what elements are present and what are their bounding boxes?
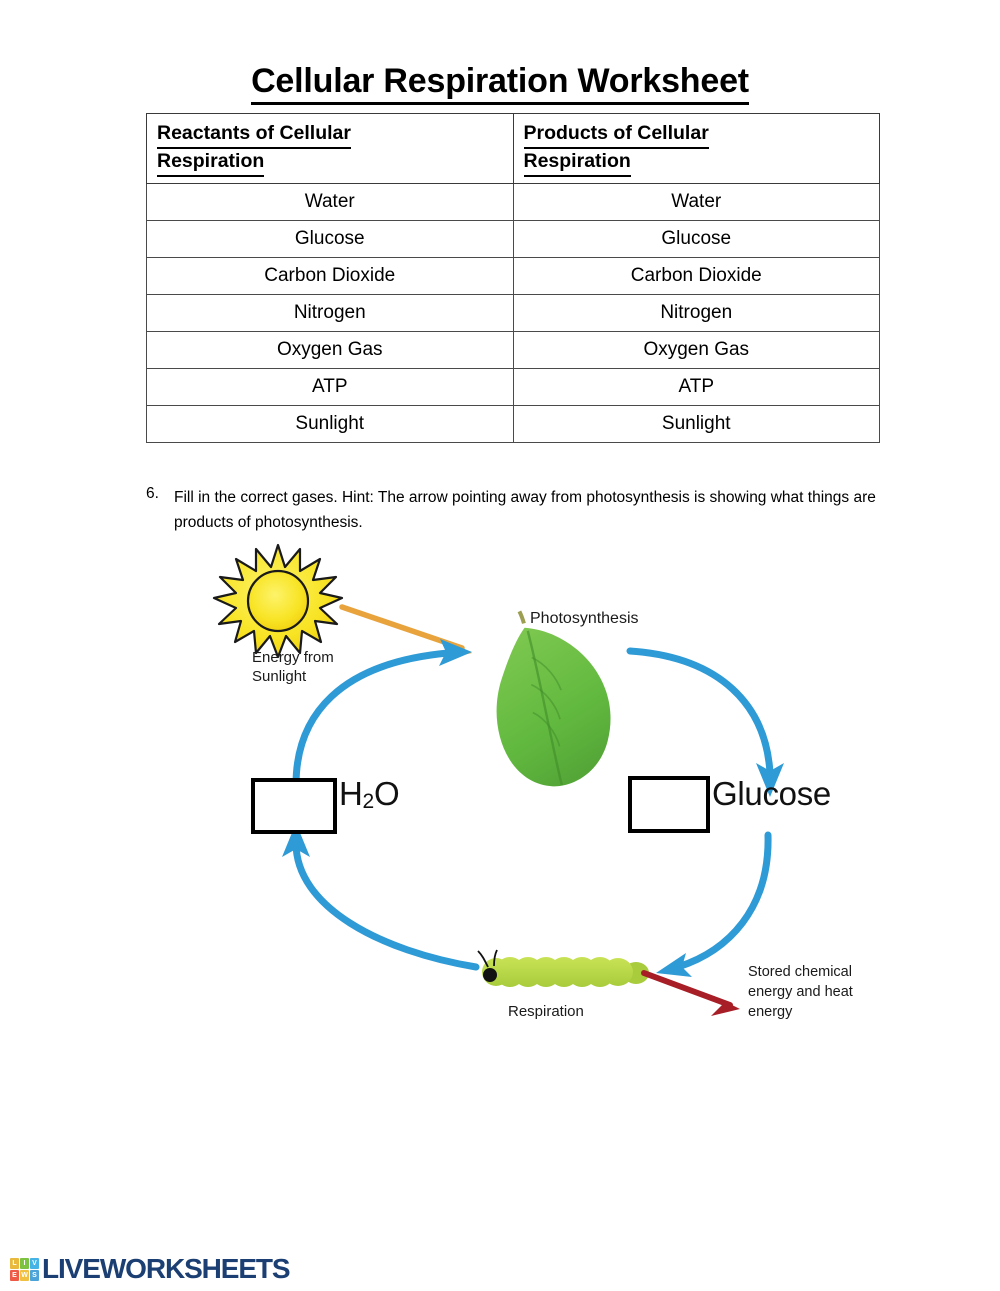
- cell-reactant: Sunlight: [146, 404, 514, 443]
- cell-reactant: Carbon Dioxide: [146, 256, 514, 295]
- cycle-arrow-respiration-to-water-icon: [282, 823, 480, 971]
- table-header-row: Reactants of Cellular Respiration Produc…: [146, 113, 880, 184]
- label-stored-line2: energy and heat: [748, 984, 853, 1000]
- reactants-products-table: Reactants of Cellular Respiration Produc…: [146, 113, 880, 443]
- table-row: Carbon Dioxide Carbon Dioxide: [146, 256, 880, 295]
- label-energy-line1: Energy from: [252, 649, 334, 666]
- leaf-icon: [496, 610, 611, 787]
- photosynthesis-respiration-cycle-diagram: Energy from Sunlight Photosynthesis Resp…: [200, 535, 920, 1055]
- cell-reactant: Water: [146, 182, 514, 221]
- cell-product: Nitrogen: [512, 293, 880, 332]
- cell-product: Water: [512, 182, 880, 221]
- cycle-arrow-water-to-leaf-icon: [292, 639, 472, 789]
- cell-product: Glucose: [512, 219, 880, 258]
- logo-tiles-icon: L I V E W S: [10, 1257, 39, 1281]
- cycle-diagram-svg: [212, 543, 784, 1016]
- label-water-formula: H2O: [339, 775, 400, 814]
- label-glucose: Glucose: [712, 775, 831, 812]
- logo-tile-3: E: [10, 1269, 19, 1281]
- cell-product: Oxygen Gas: [512, 330, 880, 369]
- cell-reactant: Glucose: [146, 219, 514, 258]
- label-energy-line2: Sunlight: [252, 668, 307, 686]
- water-subscript: 2: [362, 790, 375, 813]
- label-photosynthesis: Photosynthesis: [530, 610, 639, 627]
- logo-wordmark: LIVEWORKSHEETS: [42, 1253, 291, 1284]
- table-row: Sunlight Sunlight: [146, 404, 880, 443]
- header-products-line1: Products of Cellular: [523, 121, 709, 149]
- logo-tile-1: I: [20, 1257, 29, 1269]
- liveworksheets-logo[interactable]: L I V E W S LIVEWORKSHEETS: [10, 1253, 291, 1285]
- cell-reactant: Oxygen Gas: [146, 330, 514, 369]
- page-title: Cellular Respiration Worksheet: [0, 62, 1000, 105]
- header-reactants-line1: Reactants of Cellular: [157, 121, 351, 149]
- cell-product: ATP: [512, 367, 880, 406]
- question-6: 6. Fill in the correct gases. Hint: The …: [146, 485, 886, 536]
- table-header-products: Products of Cellular Respiration: [512, 113, 880, 184]
- label-stored-energy: Stored chemical energy and heat energy: [748, 962, 853, 1022]
- sun-icon: [212, 543, 344, 659]
- header-products-line2: Respiration: [523, 149, 631, 177]
- answer-box-glucose-gas[interactable]: [628, 776, 710, 833]
- cell-product: Carbon Dioxide: [512, 256, 880, 295]
- logo-tile-0: L: [10, 1257, 19, 1269]
- logo-tile-5: S: [30, 1269, 39, 1281]
- cycle-arrow-glucose-to-respiration-icon: [656, 831, 772, 977]
- label-stored-line1: Stored chemical: [748, 964, 852, 980]
- label-energy-from-sunlight: Energy from Sunlight: [252, 648, 334, 686]
- answer-box-water-gas[interactable]: [251, 778, 337, 834]
- heat-energy-arrow-icon: [641, 970, 740, 1016]
- table-row: Nitrogen Nitrogen: [146, 293, 880, 332]
- question-text: Fill in the correct gases. Hint: The arr…: [174, 489, 876, 532]
- question-number: 6.: [146, 485, 159, 502]
- table-row: Glucose Glucose: [146, 219, 880, 258]
- caterpillar-icon: [477, 949, 649, 987]
- table-row: Oxygen Gas Oxygen Gas: [146, 330, 880, 369]
- cell-product: Sunlight: [512, 404, 880, 443]
- cell-reactant: Nitrogen: [146, 293, 514, 332]
- table-row: ATP ATP: [146, 367, 880, 406]
- logo-tile-4: W: [20, 1269, 29, 1281]
- water-h: H: [339, 775, 363, 812]
- label-stored-line3: energy: [748, 1004, 793, 1020]
- page-title-text: Cellular Respiration Worksheet: [251, 62, 749, 105]
- logo-tile-2: V: [30, 1257, 39, 1269]
- table-row: Water Water: [146, 182, 880, 221]
- cell-reactant: ATP: [146, 367, 514, 406]
- cycle-arrow-leaf-to-glucose-icon: [626, 647, 784, 797]
- label-respiration: Respiration: [508, 1003, 584, 1020]
- header-reactants-line2: Respiration: [157, 149, 265, 177]
- water-o: O: [373, 775, 400, 812]
- table-header-reactants: Reactants of Cellular Respiration: [146, 113, 514, 184]
